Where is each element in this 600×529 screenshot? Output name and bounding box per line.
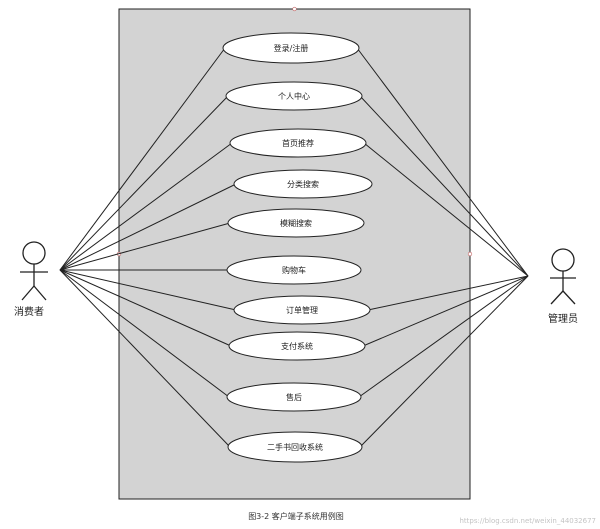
use-case-fuzzy-search: 模糊搜索 bbox=[227, 208, 365, 238]
association-consumer-login bbox=[59, 47, 226, 271]
boundary-handle-right bbox=[467, 251, 473, 257]
use-case-profile: 个人中心 bbox=[225, 81, 363, 111]
admin-actor-label: 管理员 bbox=[548, 312, 578, 325]
use-case-ellipse-order-manage bbox=[233, 295, 371, 325]
consumer-actor: 消费者 bbox=[14, 241, 48, 318]
association-consumer-fuzzy-search bbox=[59, 222, 231, 271]
consumer-actor-head bbox=[22, 241, 46, 265]
use-case-label-profile: 个人中心 bbox=[278, 91, 310, 101]
association-admin-login bbox=[356, 47, 529, 277]
use-case-ellipse-category-search bbox=[233, 169, 373, 199]
association-consumer-payment bbox=[59, 269, 232, 347]
association-lines bbox=[59, 47, 529, 448]
admin-actor: 管理员 bbox=[548, 248, 578, 325]
admin-actor-leg-left bbox=[550, 290, 564, 305]
use-case-category-search: 分类搜索 bbox=[233, 169, 373, 199]
consumer-actor-leg-left bbox=[21, 285, 35, 301]
association-consumer-order-manage bbox=[59, 269, 237, 311]
use-case-ellipse-payment bbox=[228, 331, 366, 361]
use-case-ellipse-book-recycle bbox=[227, 431, 363, 463]
use-case-label-book-recycle: 二手书回收系统 bbox=[267, 442, 323, 452]
watermark: https://blog.csdn.net/weixin_44032677 bbox=[459, 517, 596, 525]
use-case-cart: 购物车 bbox=[226, 255, 362, 285]
use-case-label-cart: 购物车 bbox=[282, 265, 306, 275]
association-consumer-category-search bbox=[59, 183, 237, 271]
use-case-home-recommend: 首页推荐 bbox=[229, 128, 367, 158]
admin-actor-head bbox=[551, 248, 575, 272]
association-consumer-after-sales bbox=[59, 269, 230, 398]
association-admin-profile bbox=[359, 95, 529, 277]
use-case-payment: 支付系统 bbox=[228, 331, 366, 361]
association-consumer-profile bbox=[59, 95, 229, 271]
association-admin-payment bbox=[362, 275, 529, 347]
use-case-label-fuzzy-search: 模糊搜索 bbox=[280, 218, 312, 228]
boundary-handle-top bbox=[292, 6, 297, 12]
consumer-actor-label: 消费者 bbox=[14, 305, 44, 318]
use-case-ellipse-cart bbox=[226, 255, 362, 285]
use-case-ellipse-login bbox=[222, 32, 360, 64]
figure-caption: 图3-2 客户端子系统用例图 bbox=[248, 511, 344, 521]
use-case-label-login: 登录/注册 bbox=[274, 43, 309, 53]
use-case-login: 登录/注册 bbox=[222, 32, 360, 64]
consumer-actor-leg-right bbox=[33, 285, 47, 301]
use-cases: 登录/注册个人中心首页推荐分类搜索模糊搜索购物车订单管理支付系统售后二手书回收系… bbox=[222, 32, 373, 463]
use-case-label-order-manage: 订单管理 bbox=[286, 305, 318, 315]
use-case-ellipse-home-recommend bbox=[229, 128, 367, 158]
use-case-label-after-sales: 售后 bbox=[286, 392, 302, 402]
use-case-ellipse-fuzzy-search bbox=[227, 208, 365, 238]
use-case-order-manage: 订单管理 bbox=[233, 295, 371, 325]
association-admin-order-manage bbox=[367, 275, 529, 311]
use-case-ellipse-after-sales bbox=[226, 382, 362, 412]
use-case-book-recycle: 二手书回收系统 bbox=[227, 431, 363, 463]
association-admin-book-recycle bbox=[359, 275, 529, 448]
use-case-label-category-search: 分类搜索 bbox=[287, 179, 319, 189]
association-consumer-book-recycle bbox=[59, 269, 231, 448]
use-case-after-sales: 售后 bbox=[226, 382, 362, 412]
association-admin-home-recommend bbox=[363, 142, 529, 277]
association-admin-after-sales bbox=[358, 275, 529, 398]
admin-actor-leg-right bbox=[562, 290, 576, 305]
association-consumer-home-recommend bbox=[59, 142, 233, 271]
use-case-label-payment: 支付系统 bbox=[281, 341, 313, 351]
use-case-ellipse-profile bbox=[225, 81, 363, 111]
use-case-label-home-recommend: 首页推荐 bbox=[282, 138, 314, 148]
